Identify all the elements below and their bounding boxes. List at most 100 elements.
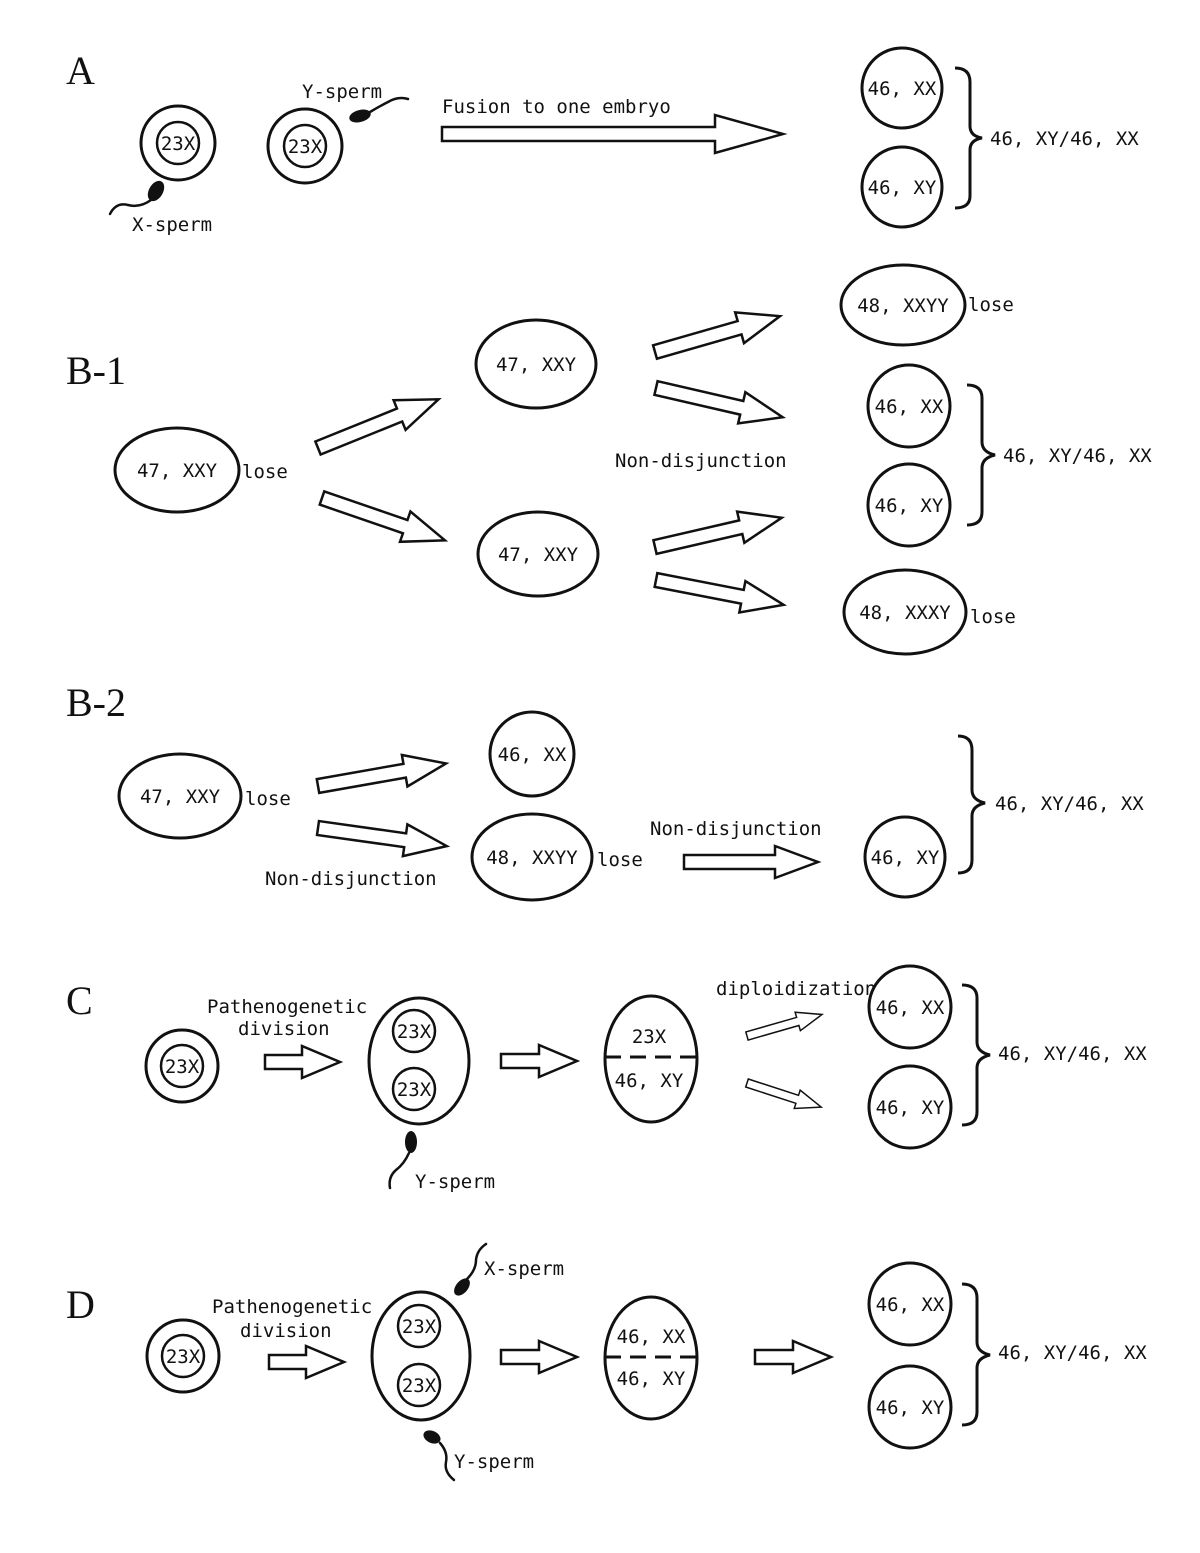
y-sperm-icon <box>349 96 410 123</box>
cell-47xxy-start: 47, XXY <box>113 426 241 514</box>
block-arrow <box>314 810 451 864</box>
non-disjunction-label: Non-disjunction <box>265 868 437 890</box>
panel-b1: B-1 47, XXY lose 47, XXY 47, XXY Non-dis… <box>66 263 1152 656</box>
egg-label: 23X <box>161 133 196 155</box>
brace <box>954 66 983 210</box>
split-cell: 46, XX 46, XY <box>603 1295 699 1421</box>
panel-d: D 23X Pathenogenetic division 23X 23X X-… <box>66 1242 1147 1482</box>
cell-label: 46, XY <box>876 1397 945 1419</box>
non-disjunction-label: Non-disjunction <box>615 450 787 472</box>
dividing-egg: 23X 23X <box>370 1290 472 1422</box>
section-label-d: D <box>66 1282 95 1327</box>
cell-label: 47, XXY <box>496 354 577 376</box>
egg-cell: 23X <box>266 107 344 185</box>
mosaic-result: 46, XY/46, XX <box>998 1342 1147 1364</box>
block-arrow <box>651 563 788 622</box>
cell-46xy: 46, XY <box>866 462 952 548</box>
panel-a: A 23X X-sperm 23X Y-sperm Fusion to one … <box>66 46 1139 236</box>
panel-c: C 23X Pathenogenetic division 23X 23X Y-… <box>66 964 1147 1193</box>
section-label-b2: B-2 <box>66 680 126 725</box>
half-label: 46, XX <box>617 1326 686 1348</box>
y-sperm-icon <box>423 1430 456 1482</box>
block-arrow <box>263 1044 344 1080</box>
cell-48xxyy: 48, XXYY <box>839 263 967 347</box>
mosaic-result: 46, XY/46, XX <box>998 1043 1147 1065</box>
pathenogenetic-label: Pathenogenetic <box>212 1296 372 1318</box>
block-arrow <box>499 1339 581 1375</box>
x-sperm-label: X-sperm <box>484 1258 564 1280</box>
block-arrow <box>649 299 786 369</box>
cell-label: 46, XY <box>871 847 940 869</box>
diploidization-label: diploidization <box>716 978 876 1000</box>
x-sperm-icon <box>108 180 165 216</box>
dividing-egg: 23X 23X <box>367 996 471 1126</box>
non-disjunction-label: Non-disjunction <box>650 818 822 840</box>
cell-47xxy-top: 47, XXY <box>474 318 598 410</box>
split-cell: 23X 46, XY <box>603 994 699 1124</box>
cell-label: 47, XXY <box>137 460 218 482</box>
cell-label: 46, XY <box>876 1097 945 1119</box>
pronucleus-label: 23X <box>397 1021 432 1043</box>
cell-label: 48, XXYY <box>486 847 578 869</box>
section-label-c: C <box>66 978 93 1023</box>
half-label: 46, XY <box>615 1070 684 1092</box>
section-label-a: A <box>66 48 95 93</box>
x-sperm-label: X-sperm <box>132 214 212 236</box>
fusion-arrow <box>440 113 788 155</box>
pathenogenetic-label: Pathenogenetic <box>207 996 367 1018</box>
egg-cell: 23X <box>139 104 217 182</box>
cell-46xy: 46, XY <box>860 145 944 229</box>
lose-label: lose <box>597 849 643 871</box>
brace <box>966 383 996 527</box>
cell-46xy: 46, XY <box>867 1064 953 1150</box>
block-arrow <box>753 1339 835 1375</box>
block-arrow <box>310 383 446 465</box>
x-sperm-icon <box>454 1242 488 1296</box>
cell-label: 46, XY <box>868 177 937 199</box>
cell-label: 48, XXYY <box>857 295 949 317</box>
y-sperm-icon <box>388 1131 417 1190</box>
brace <box>961 1282 991 1427</box>
cell-46xy: 46, XY <box>867 1364 953 1450</box>
panel-b2: B-2 47, XXY lose Non-disjunction 46, XX … <box>66 680 1144 902</box>
y-sperm-label: Y-sperm <box>454 1451 534 1473</box>
pronucleus-label: 23X <box>402 1375 437 1397</box>
cell-label: 46, XX <box>868 78 937 100</box>
half-label: 23X <box>632 1026 667 1048</box>
brace <box>961 983 991 1127</box>
cell-label: 46, XX <box>498 744 567 766</box>
division-label: division <box>238 1018 330 1040</box>
cell-label: 47, XXY <box>498 544 579 566</box>
block-arrow <box>650 500 787 564</box>
pronucleus-label: 23X <box>397 1079 432 1101</box>
cell-label: 47, XXY <box>140 786 221 808</box>
cell-label: 46, XX <box>875 396 944 418</box>
mosaic-result: 46, XY/46, XX <box>990 128 1139 150</box>
y-sperm-label: Y-sperm <box>415 1171 495 1193</box>
cell-label: 46, XX <box>876 997 945 1019</box>
section-label-b1: B-1 <box>66 348 126 393</box>
cell-46xx: 46, XX <box>860 46 944 130</box>
cell-46xy: 46, XY <box>863 815 947 899</box>
block-arrow <box>267 1344 348 1380</box>
lose-label: lose <box>968 294 1014 316</box>
half-label: 46, XY <box>617 1368 686 1390</box>
egg-cell: 23X <box>145 1318 221 1394</box>
cell-47xxy-start: 47, XXY <box>117 752 243 840</box>
lose-label: lose <box>242 461 288 483</box>
egg-label: 23X <box>166 1346 201 1368</box>
block-arrow <box>499 1043 581 1079</box>
cell-47xxy-bottom: 47, XXY <box>476 510 600 598</box>
block-arrow <box>651 371 788 435</box>
division-label: division <box>240 1320 332 1342</box>
lose-label: lose <box>970 606 1016 628</box>
mosaic-result: 46, XY/46, XX <box>995 793 1144 815</box>
cell-label: 46, XX <box>876 1294 945 1316</box>
block-arrow <box>313 746 451 804</box>
mosaic-result: 46, XY/46, XX <box>1003 445 1152 467</box>
brace <box>957 734 986 875</box>
cell-46xx: 46, XX <box>867 964 953 1050</box>
egg-cell: 23X <box>144 1028 220 1104</box>
y-sperm-label: Y-sperm <box>302 81 382 103</box>
